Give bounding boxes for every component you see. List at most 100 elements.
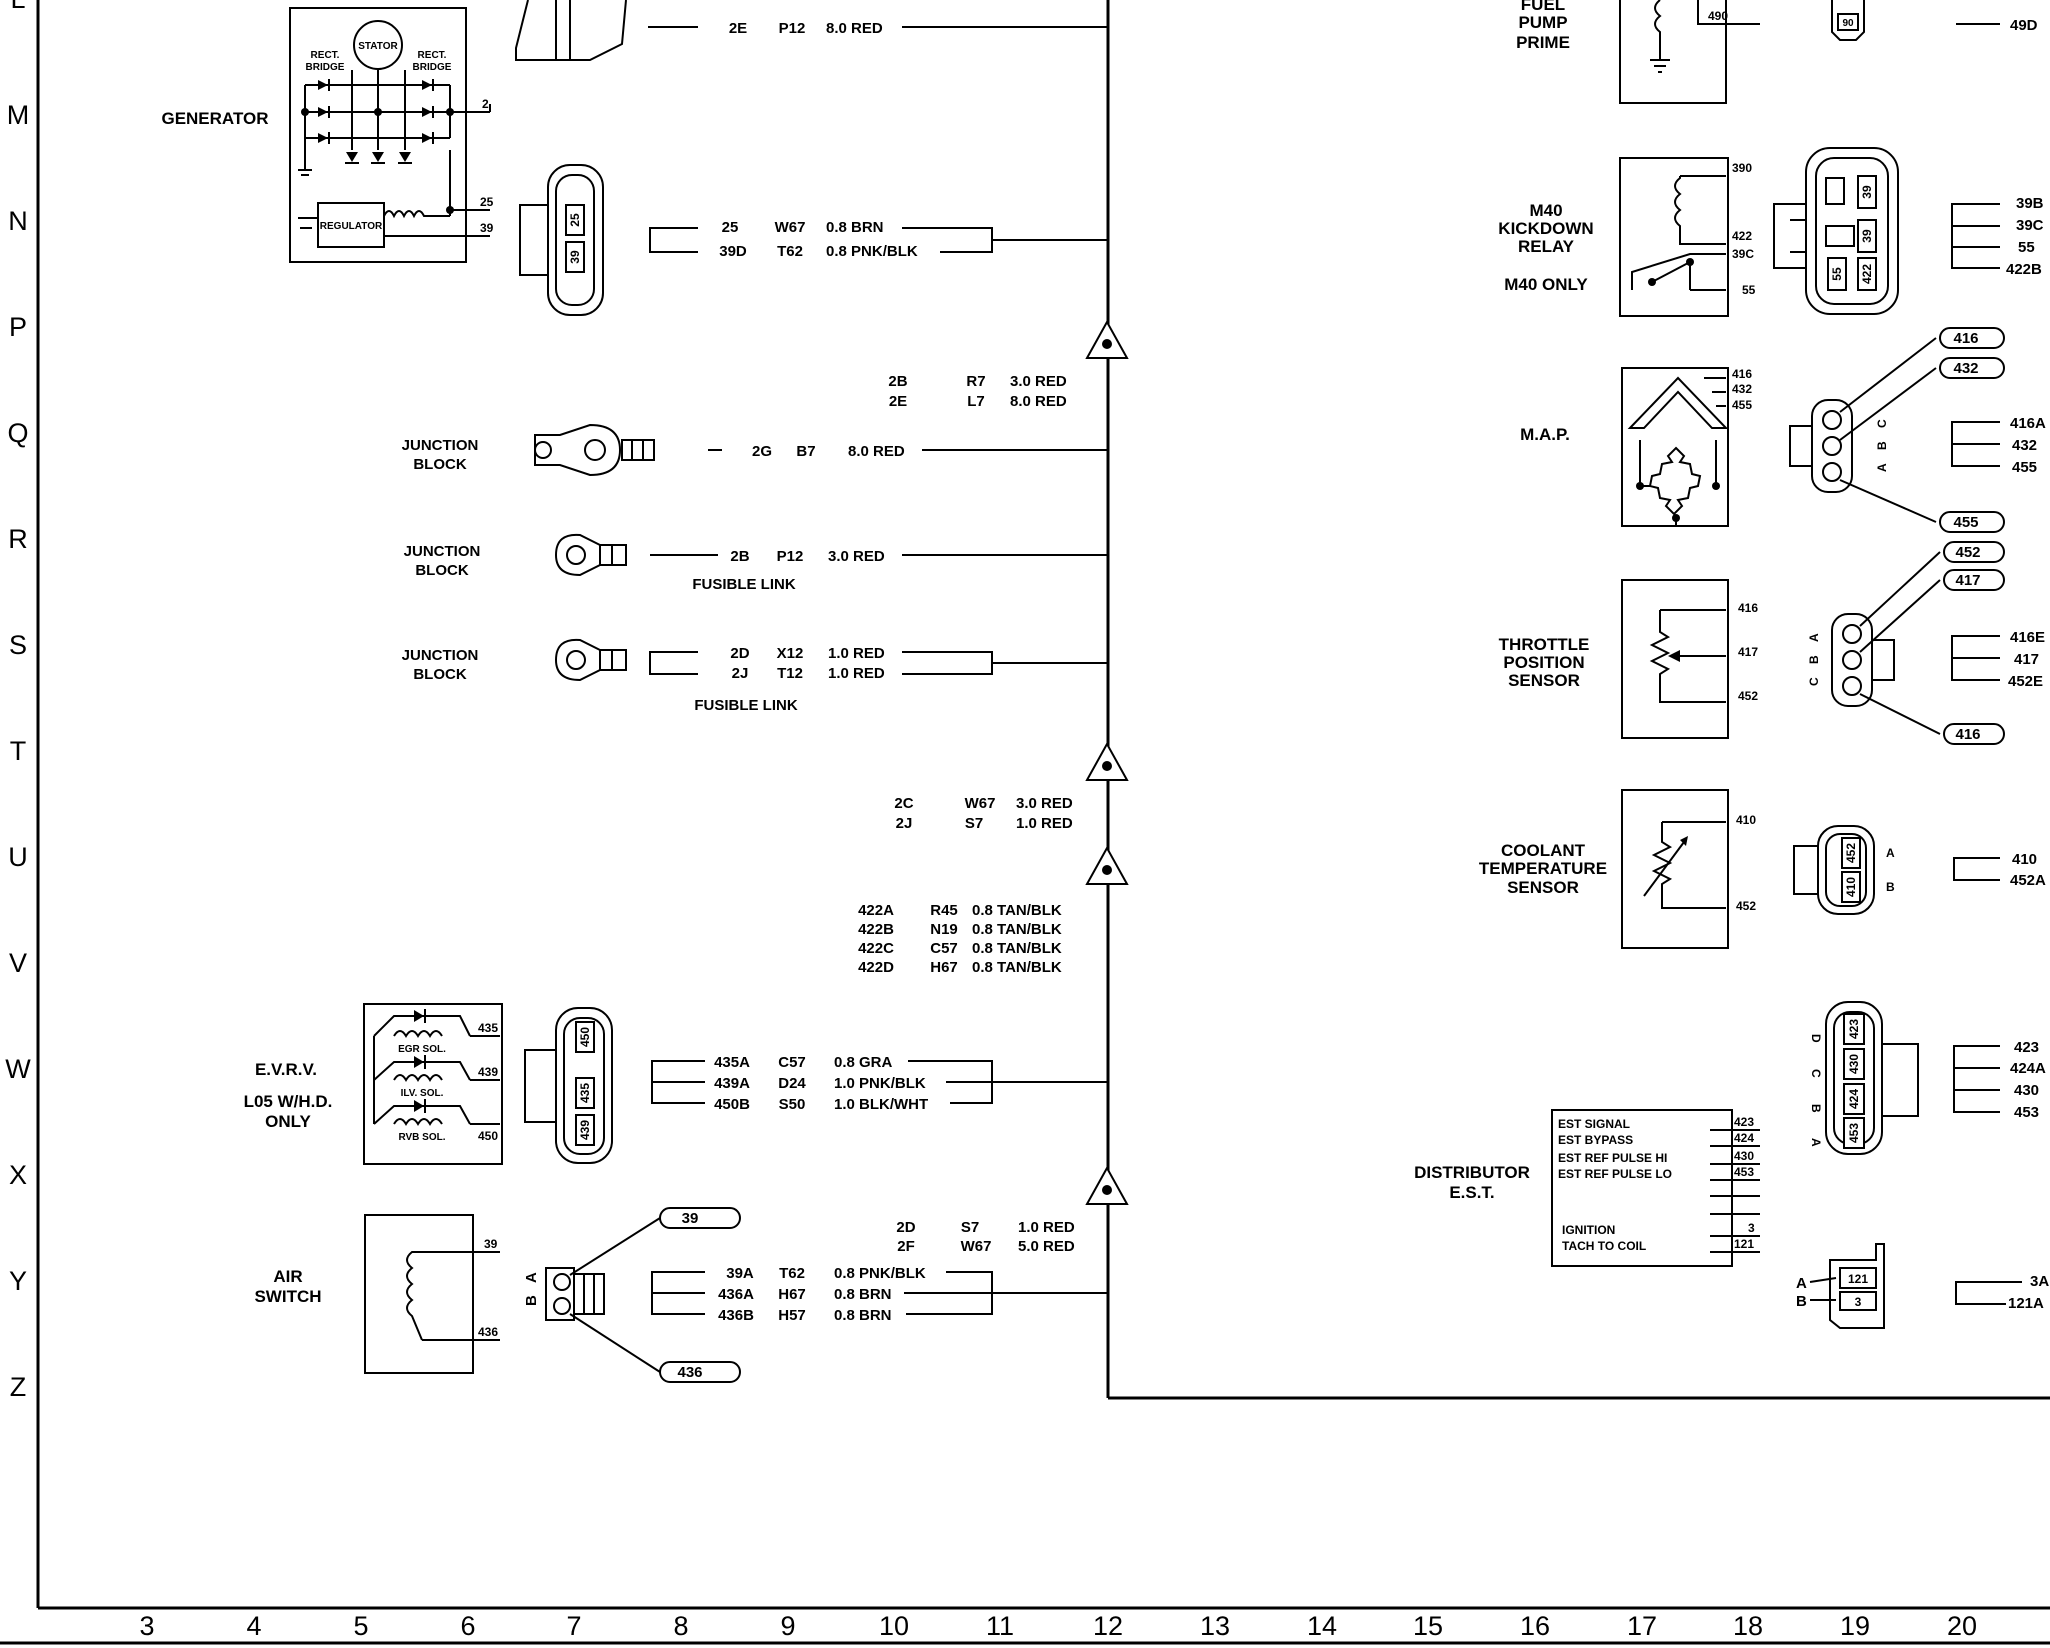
svg-text:121: 121 <box>1848 1272 1868 1286</box>
svg-text:BRIDGE: BRIDGE <box>306 62 345 73</box>
svg-text:424: 424 <box>1734 1131 1754 1145</box>
est-connector: 423 430 424 453 D C B A 423 424A 430 453 <box>1809 1001 2046 1155</box>
svg-text:2D: 2D <box>896 1219 915 1236</box>
svg-text:EST REF PULSE LO: EST REF PULSE LO <box>1558 1167 1672 1181</box>
svg-text:430: 430 <box>2014 1082 2039 1099</box>
splice-triangle-3 <box>1085 845 1129 885</box>
svg-text:121: 121 <box>1734 1237 1754 1251</box>
svg-text:S50: S50 <box>779 1096 806 1113</box>
svg-text:2J: 2J <box>896 815 913 832</box>
svg-text:B: B <box>1809 1104 1823 1113</box>
regulator-label: REGULATOR <box>320 221 383 232</box>
svg-text:BLOCK: BLOCK <box>413 456 466 473</box>
column-label: 15 <box>1413 1611 1443 1641</box>
svg-text:423: 423 <box>1847 1019 1861 1039</box>
svg-text:450: 450 <box>478 1129 498 1143</box>
svg-text:490: 490 <box>1708 9 1728 23</box>
column-label: 6 <box>460 1611 475 1641</box>
svg-text:435: 435 <box>578 1083 592 1103</box>
splice-triangle-4 <box>1085 1165 1129 1205</box>
svg-text:B: B <box>1886 880 1895 894</box>
svg-text:TACH TO COIL: TACH TO COIL <box>1562 1239 1646 1253</box>
row-label: Q <box>7 418 28 448</box>
column-label: 20 <box>1947 1611 1977 1641</box>
wire-code: P12 <box>779 20 806 37</box>
svg-text:422D: 422D <box>858 959 894 976</box>
column-label: 19 <box>1840 1611 1870 1641</box>
row-label: Z <box>10 1372 27 1402</box>
row-labels: L M N P Q R S T U V W X Y Z <box>5 0 31 1402</box>
wire-spec: 8.0 RED <box>826 20 883 37</box>
svg-text:450B: 450B <box>714 1096 750 1113</box>
svg-text:39: 39 <box>568 250 582 264</box>
svg-text:A: A <box>1809 1138 1823 1147</box>
svg-text:55: 55 <box>1742 283 1756 297</box>
svg-text:BRIDGE: BRIDGE <box>413 62 452 73</box>
svg-text:T12: T12 <box>777 665 803 682</box>
svg-text:416: 416 <box>1955 726 1980 743</box>
svg-text:COOLANT: COOLANT <box>1501 841 1586 860</box>
svg-text:416A: 416A <box>2010 415 2046 432</box>
svg-text:430: 430 <box>1847 1054 1861 1074</box>
svg-text:450: 450 <box>578 1027 592 1047</box>
row-label: V <box>9 948 27 978</box>
svg-text:417: 417 <box>1955 572 1980 589</box>
column-label: 9 <box>780 1611 795 1641</box>
row-label: L <box>10 0 25 14</box>
svg-text:0.8 TAN/BLK: 0.8 TAN/BLK <box>972 959 1062 976</box>
svg-text:JUNCTION: JUNCTION <box>404 543 481 560</box>
svg-text:3A: 3A <box>2030 1273 2049 1290</box>
generator: GENERATOR STATOR RECT. BRIDGE RECT. BRID… <box>161 7 1108 316</box>
svg-text:POSITION: POSITION <box>1503 653 1584 672</box>
svg-text:S7: S7 <box>965 815 983 832</box>
row-label: X <box>9 1160 27 1190</box>
svg-text:D: D <box>1809 1034 1823 1043</box>
svg-text:PRIME: PRIME <box>1516 33 1570 52</box>
column-labels: 3 4 5 6 7 8 9 10 11 12 13 14 15 16 17 18… <box>139 1611 1977 1641</box>
column-label: 16 <box>1520 1611 1550 1641</box>
svg-text:39C: 39C <box>2016 217 2044 234</box>
svg-text:H67: H67 <box>930 959 958 976</box>
svg-text:1.0 RED: 1.0 RED <box>828 665 885 682</box>
svg-text:423: 423 <box>1734 1115 1754 1129</box>
power-bus <box>1106 0 2050 1400</box>
column-label: 11 <box>986 1611 1014 1641</box>
svg-text:D24: D24 <box>778 1075 806 1092</box>
generator-label: GENERATOR <box>161 109 268 128</box>
svg-text:RECT.: RECT. <box>311 50 340 61</box>
ignition-connector: 121 3 A B 3A 121A <box>1796 1243 2049 1329</box>
row-label: S <box>9 630 27 660</box>
svg-text:ONLY: ONLY <box>265 1112 311 1131</box>
svg-text:25: 25 <box>568 213 582 227</box>
svg-text:A: A <box>1796 1275 1807 1292</box>
svg-text:0.8 BRN: 0.8 BRN <box>834 1307 892 1324</box>
svg-text:39D: 39D <box>719 243 747 260</box>
svg-text:2C: 2C <box>894 795 913 812</box>
svg-text:FUEL: FUEL <box>1521 0 1565 14</box>
column-label: 3 <box>139 1611 154 1641</box>
svg-text:B: B <box>1796 1293 1807 1310</box>
svg-text:B: B <box>1807 655 1821 664</box>
svg-text:49D: 49D <box>2010 17 2038 34</box>
svg-text:0.8 TAN/BLK: 0.8 TAN/BLK <box>972 940 1062 957</box>
svg-text:452E: 452E <box>2008 673 2043 690</box>
row-label: R <box>8 524 28 554</box>
svg-text:THROTTLE: THROTTLE <box>1499 635 1590 654</box>
svg-text:432: 432 <box>2012 437 2037 454</box>
svg-text:ILV. SOL.: ILV. SOL. <box>401 1088 444 1099</box>
svg-text:453: 453 <box>1847 1123 1861 1143</box>
svg-text:439A: 439A <box>714 1075 750 1092</box>
svg-text:M40 ONLY: M40 ONLY <box>1504 275 1588 294</box>
svg-text:2B: 2B <box>888 373 907 390</box>
svg-text:2J: 2J <box>732 665 749 682</box>
svg-text:39: 39 <box>682 1210 699 1227</box>
svg-text:H67: H67 <box>778 1286 806 1303</box>
svg-text:432: 432 <box>1732 382 1752 396</box>
svg-text:JUNCTION: JUNCTION <box>402 647 479 664</box>
svg-text:435A: 435A <box>714 1054 750 1071</box>
svg-text:39: 39 <box>480 221 494 235</box>
svg-text:AIR: AIR <box>273 1267 302 1286</box>
svg-text:B7: B7 <box>796 443 815 460</box>
svg-text:E.V.R.V.: E.V.R.V. <box>255 1060 317 1079</box>
svg-text:390: 390 <box>1732 161 1752 175</box>
